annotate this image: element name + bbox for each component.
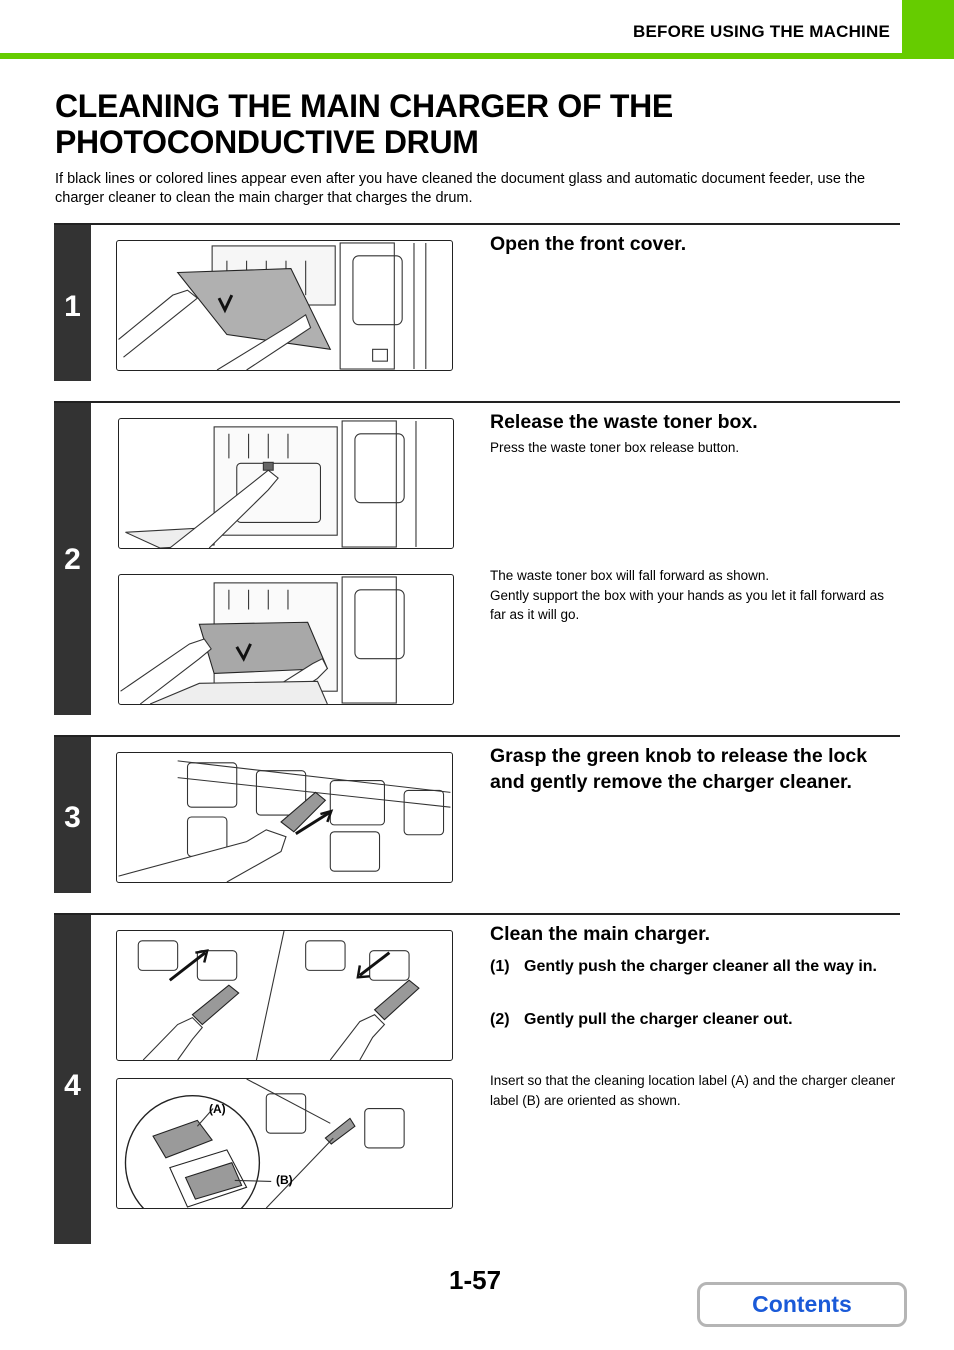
- illustration-remove-charger-cleaner: [116, 752, 453, 883]
- section-tab: [902, 0, 954, 55]
- step-bar: [54, 225, 91, 381]
- substep-1: (1) Gently push the charger cleaner all …: [490, 955, 890, 978]
- illustration-label-orientation: [116, 1078, 453, 1209]
- section-title: BEFORE USING THE MACHINE: [633, 22, 890, 41]
- intro-text: If black lines or colored lines appear e…: [55, 171, 866, 206]
- step-2: 2 Release the waste toner: [54, 401, 900, 715]
- step-number: 4: [64, 1069, 81, 1102]
- step-1: 1 Open the front cover.: [54, 223, 900, 381]
- step-4: 4 Clean the main charger.: [54, 913, 900, 1244]
- step-note-box-falls: The waste toner box will fall forward as…: [490, 568, 884, 622]
- step-heading: Grasp the green knob to release the lock…: [490, 745, 868, 793]
- illustration-press-release-button: [118, 418, 454, 549]
- step-number: 2: [64, 543, 81, 576]
- step-bar: [54, 403, 91, 715]
- substep-text: Gently push the charger cleaner all the …: [524, 958, 877, 975]
- step-heading: Open the front cover.: [490, 233, 687, 255]
- step-bar: [54, 915, 91, 1244]
- step-number: 1: [64, 290, 81, 323]
- illustration-toner-box-falls-forward: [118, 574, 454, 705]
- step-bar: [54, 737, 91, 893]
- step-note-label-orientation: Insert so that the cleaning location lab…: [490, 1073, 896, 1108]
- illustration-push-pull-cleaner: [116, 930, 453, 1061]
- header-rule: [0, 53, 954, 59]
- page-number: 1-57: [449, 1265, 502, 1295]
- substep-number: (2): [490, 1011, 510, 1028]
- step-3: 3 Grasp the green knob to release the lo…: [54, 735, 900, 893]
- step-note-press-button: Press the waste toner box release button…: [490, 440, 740, 455]
- illustration-open-front-cover: [116, 240, 453, 371]
- step-heading: Clean the main charger.: [490, 923, 710, 945]
- label-b: (B): [276, 1173, 293, 1187]
- step-heading: Release the waste toner box.: [490, 411, 758, 433]
- label-a: (A): [209, 1102, 226, 1116]
- substep-2: (2) Gently pull the charger cleaner out.: [490, 1008, 890, 1031]
- contents-button[interactable]: Contents: [697, 1282, 907, 1327]
- step-number: 3: [64, 801, 81, 834]
- page-title: CLEANING THE MAIN CHARGER OF THE PHOTOCO…: [55, 88, 673, 160]
- substep-number: (1): [490, 958, 510, 975]
- substep-text: Gently pull the charger cleaner out.: [524, 1011, 793, 1028]
